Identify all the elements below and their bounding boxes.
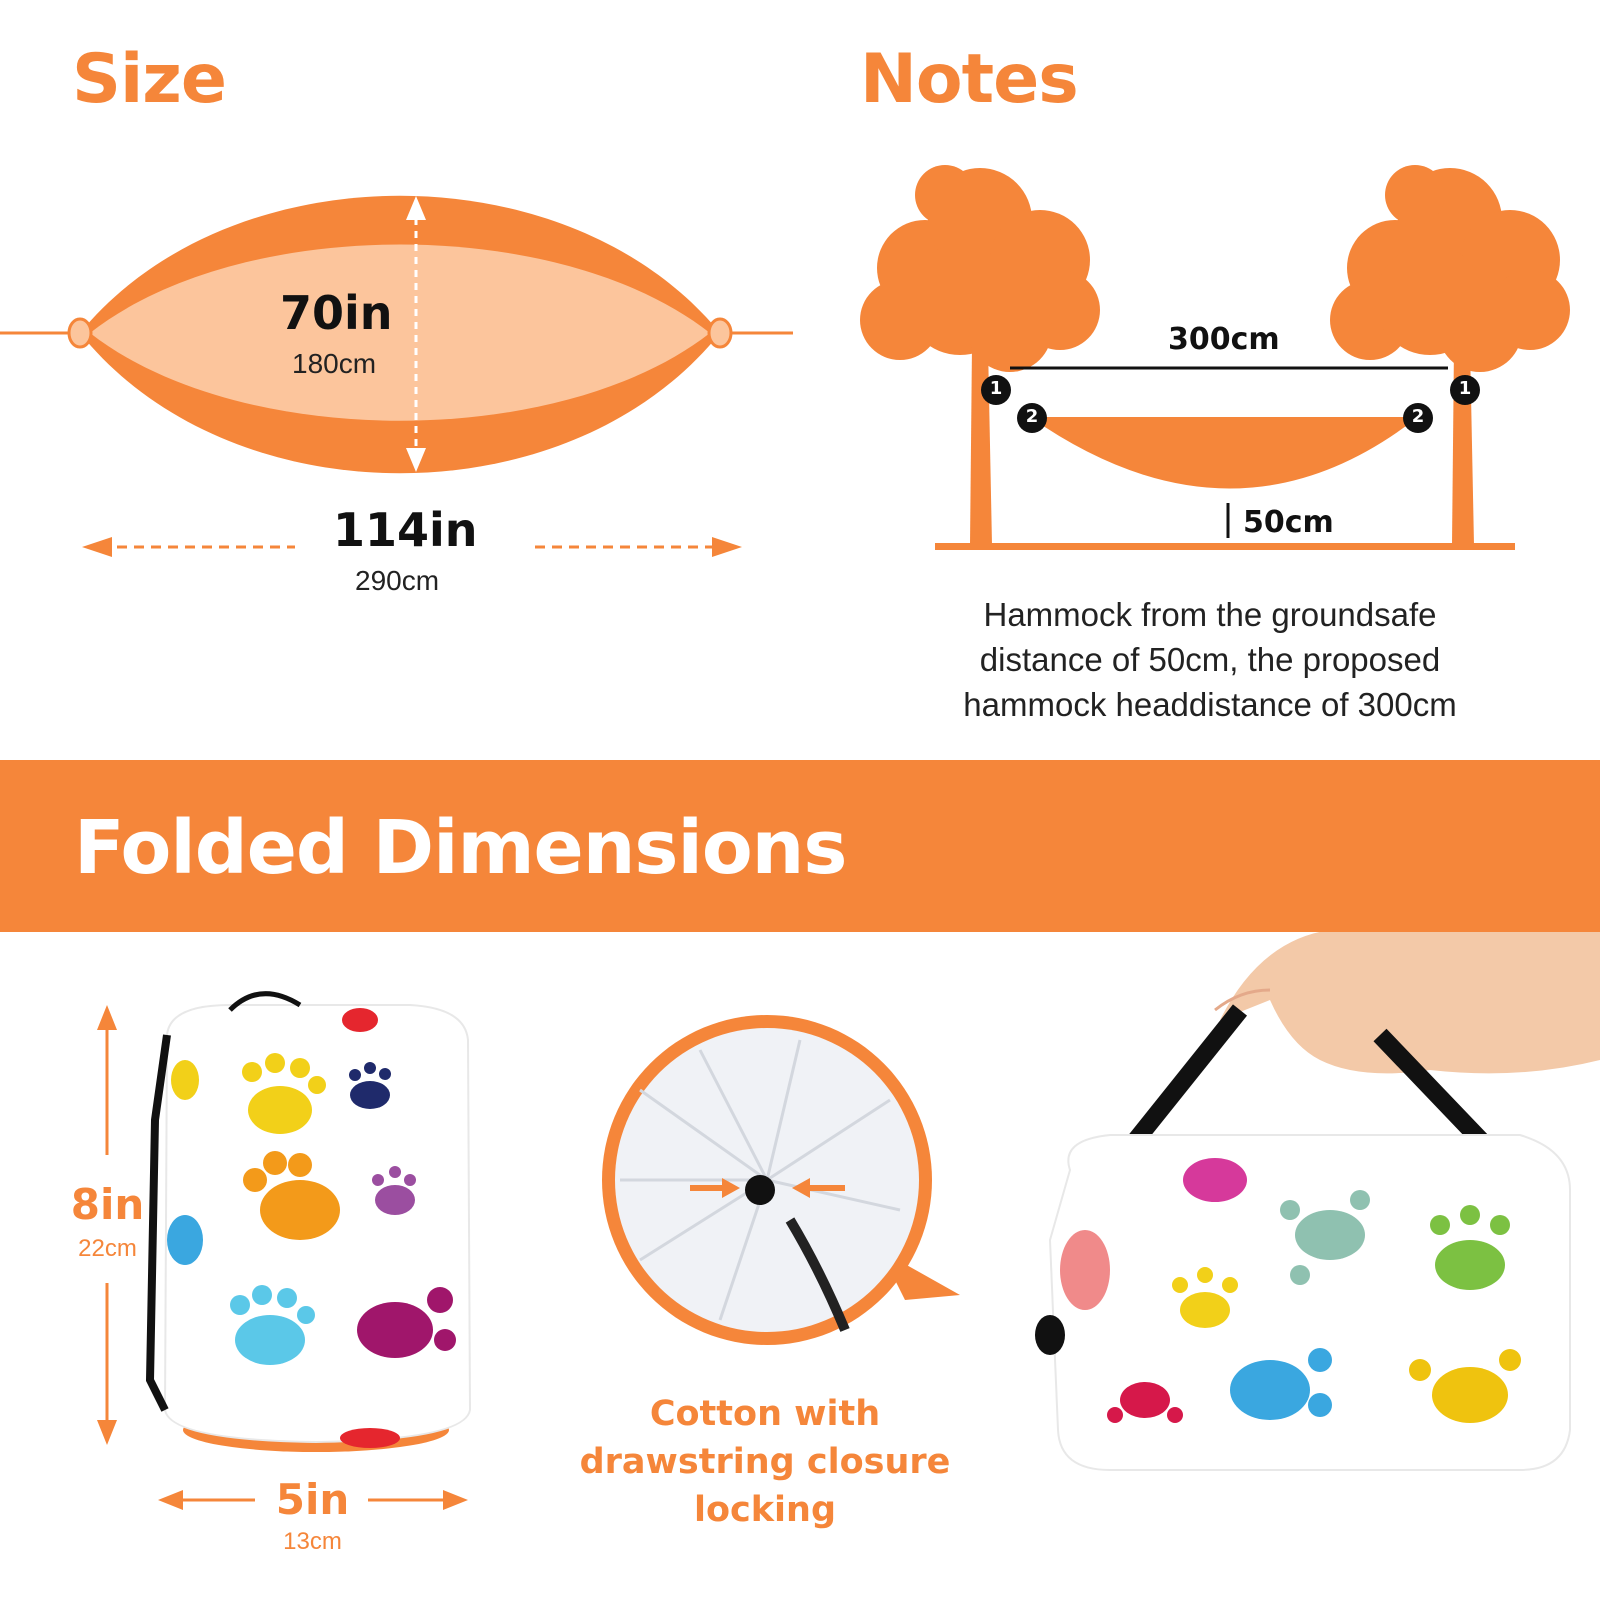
- height-label: 50cm: [1243, 505, 1334, 540]
- folded-heading: Folded Dimensions: [74, 805, 847, 891]
- marker-2-right-label: 2: [1411, 406, 1425, 427]
- hammock-length-in: 114in: [333, 503, 478, 557]
- folded-height-cm: 22cm: [78, 1235, 137, 1262]
- folded-height-arrow-icon: [97, 1005, 117, 1445]
- hand-holding-bag-icon: [1035, 896, 1600, 1471]
- marker-1-right-label: 1: [1458, 378, 1472, 399]
- folded-width-in: 5in: [275, 1475, 350, 1524]
- size-heading: Size: [72, 40, 227, 119]
- folded-height-in: 8in: [70, 1180, 145, 1229]
- hammock-width-in: 70in: [280, 286, 393, 340]
- folded-width-cm: 13cm: [283, 1528, 342, 1555]
- marker-1-left-icon: [981, 375, 1011, 405]
- marker-2-left-icon: [1017, 403, 1047, 433]
- hammock-width-cm: 180cm: [292, 348, 377, 379]
- distance-label: 300cm: [1168, 322, 1280, 357]
- tree-right-icon: [1330, 165, 1570, 545]
- drawstring-closeup-icon: [602, 1015, 960, 1345]
- tree-left-icon: [860, 165, 1100, 545]
- notes-description: Hammock from the groundsafe distance of …: [963, 596, 1457, 723]
- marker-1-left-label: 1: [989, 378, 1003, 399]
- marker-2-left-label: 2: [1025, 406, 1039, 427]
- folded-width-arrow-icon: [158, 1490, 468, 1510]
- marker-1-right-icon: [1450, 375, 1480, 405]
- marker-2-right-icon: [1403, 403, 1433, 433]
- notes-heading: Notes: [860, 40, 1079, 119]
- folded-banner: [0, 760, 1600, 932]
- drawstring-caption: Cotton with drawstring closure locking: [579, 1394, 951, 1530]
- ground-line: [935, 543, 1515, 550]
- hammock-length-cm: 290cm: [355, 565, 440, 596]
- length-arrows-icon: [82, 537, 742, 557]
- hammock-shape-icon: [0, 195, 793, 474]
- folded-bag-upright-icon: [145, 991, 472, 1452]
